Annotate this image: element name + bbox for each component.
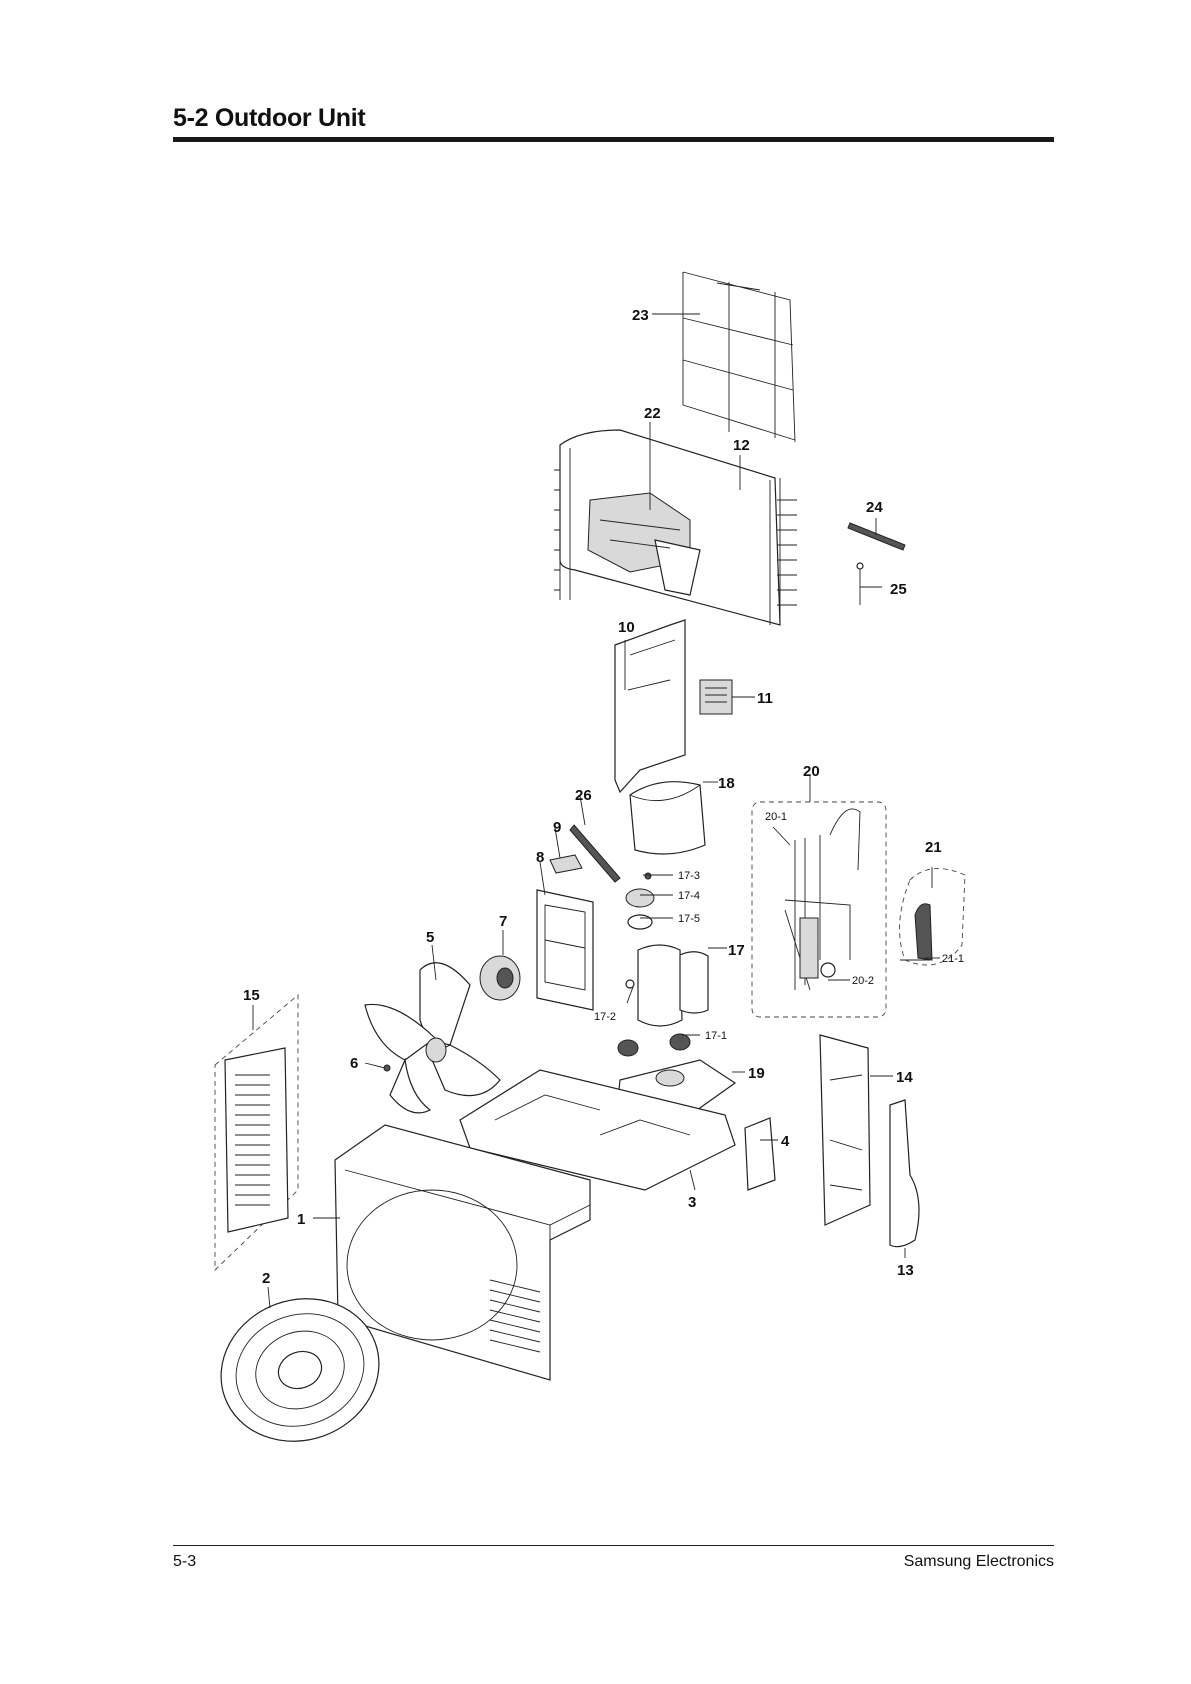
part-18-blanket	[630, 782, 705, 854]
callout-1: 1	[297, 1211, 305, 1228]
callout-21: 21	[925, 839, 942, 856]
part-26-sensor	[570, 825, 620, 882]
callout-14: 14	[896, 1069, 913, 1086]
callout-15: 15	[243, 987, 260, 1004]
callout-20-1: 20-1	[765, 811, 787, 823]
callout-21-1: 21-1	[942, 953, 964, 965]
callout-17-1: 17-1	[705, 1030, 727, 1042]
callout-23: 23	[632, 307, 649, 324]
part-8-motor-bracket	[537, 890, 593, 1010]
callout-2: 2	[262, 1270, 270, 1287]
callout-8: 8	[536, 849, 544, 866]
callout-20: 20	[803, 763, 820, 780]
callout-4: 4	[781, 1133, 790, 1150]
callout-22: 22	[644, 405, 661, 422]
part-7-fan-motor	[480, 956, 520, 1000]
company-name: Samsung Electronics	[904, 1553, 1054, 1571]
callout-24: 24	[866, 499, 883, 516]
part-25-sensor	[857, 563, 863, 605]
callout-17: 17	[728, 942, 745, 959]
part-13-valve-cover	[890, 1100, 919, 1247]
part-11-reactor	[700, 680, 732, 714]
callout-7: 7	[499, 913, 507, 930]
callout-17-3: 17-3	[678, 870, 700, 882]
callout-13: 13	[897, 1262, 914, 1279]
callout-19: 19	[748, 1065, 765, 1082]
part-9-bracket	[550, 855, 582, 873]
callout-17-5: 17-5	[678, 913, 700, 925]
part-24-sensor	[848, 523, 905, 550]
callout-17-2: 17-2	[594, 1011, 616, 1023]
callout-12: 12	[733, 437, 750, 454]
part-4-valve-bracket	[745, 1118, 775, 1190]
callout-5: 5	[426, 929, 434, 946]
part-14-side-panel	[820, 1035, 870, 1225]
footer-rule	[173, 1545, 1054, 1546]
callout-11: 11	[757, 690, 773, 707]
callout-6: 6	[350, 1055, 358, 1072]
callout-10: 10	[618, 619, 635, 636]
page-number: 5-3	[173, 1553, 196, 1571]
callout-26: 26	[575, 787, 592, 804]
part-15-side-grille	[215, 995, 298, 1270]
part-10-partition	[615, 620, 685, 792]
part-23-rear-grille	[683, 272, 795, 442]
part-5-propeller-fan	[365, 963, 500, 1113]
callout-20-2: 20-2	[852, 975, 874, 987]
callout-17-4: 17-4	[678, 890, 700, 902]
callout-9: 9	[553, 819, 561, 836]
callout-18: 18	[718, 775, 735, 792]
callout-25: 25	[890, 581, 907, 598]
callout-3: 3	[688, 1194, 696, 1211]
